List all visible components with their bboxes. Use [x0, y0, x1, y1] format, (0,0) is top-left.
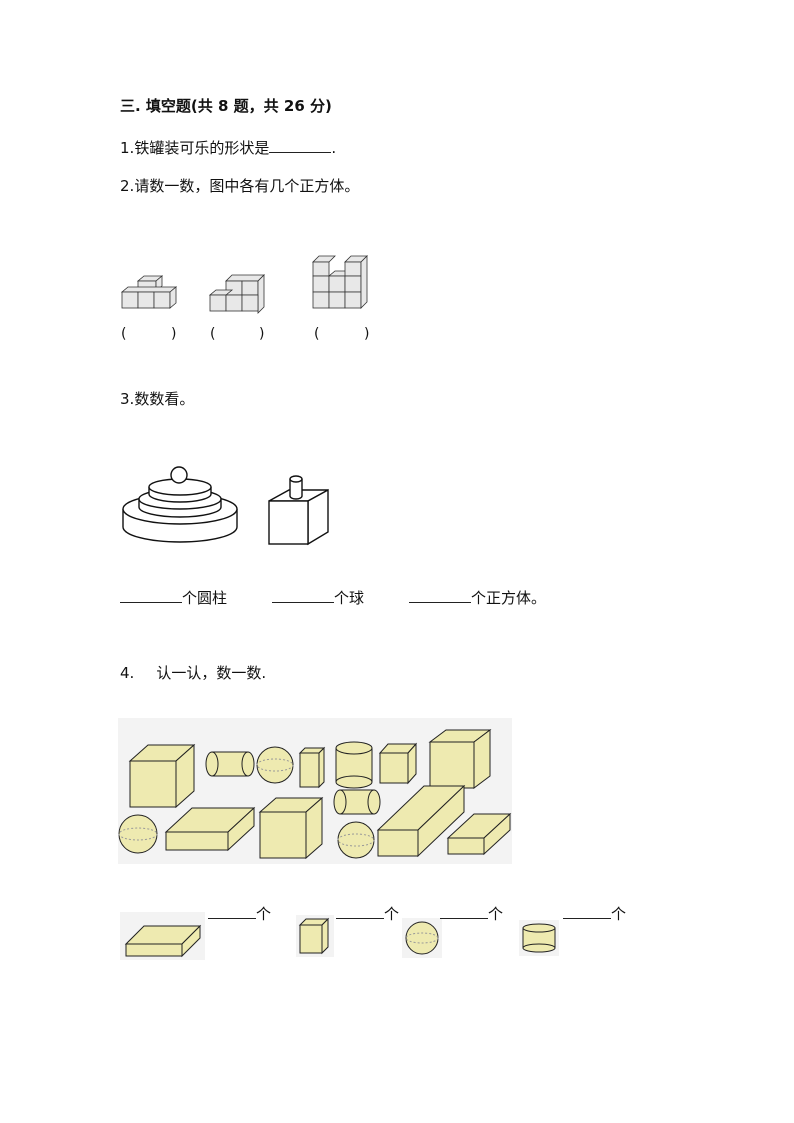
answer-paren-1-open: (	[121, 326, 127, 342]
cube-figure-3	[312, 255, 368, 309]
mixed-shapes-figure	[118, 718, 512, 864]
question-4: 4. 认一认，数一数.	[120, 663, 266, 683]
question-3-text: 数数看。	[134, 390, 195, 408]
q4-blank-sphere[interactable]	[440, 904, 488, 919]
q4-blank-cylinder[interactable]	[563, 904, 611, 919]
question-4-number: 4.	[120, 664, 135, 682]
slab-icon	[120, 912, 205, 960]
question-4-text: 认一认，数一数.	[156, 664, 267, 682]
answer-paren-2-close: )	[259, 326, 265, 342]
answer-paren-3-close: )	[364, 326, 370, 342]
q3-label-spheres: 个球	[334, 589, 365, 607]
question-1-end: .	[331, 139, 337, 157]
cube-with-cylinder-figure	[268, 475, 329, 546]
q4-unit-cube: 个	[384, 905, 400, 923]
question-1-number: 1.	[120, 139, 135, 157]
question-2-text: 请数一数，图中各有几个正方体。	[134, 177, 360, 195]
q3-blank-cubes[interactable]	[409, 588, 471, 603]
cylinder-icon	[519, 920, 559, 956]
q4-unit-cylinder: 个	[611, 905, 627, 923]
q4-unit-sphere: 个	[488, 905, 504, 923]
cube-icon	[296, 915, 334, 957]
q4-answer-cube: 个	[336, 904, 399, 924]
q4-blank-slab[interactable]	[208, 904, 256, 919]
q3-label-cylinders: 个圆柱	[182, 589, 228, 607]
q3-blank-cylinders[interactable]	[120, 588, 182, 603]
question-3-number: 3.	[120, 390, 135, 408]
q3-blank-spheres[interactable]	[272, 588, 334, 603]
q3-answer-spheres: 个球	[272, 588, 364, 608]
question-1-text: 铁罐装可乐的形状是	[134, 139, 270, 157]
cube-figure-2	[208, 274, 265, 314]
q4-answer-slab: 个	[208, 904, 271, 924]
sphere-icon	[402, 918, 442, 958]
q3-answer-cubes: 个正方体。	[409, 588, 546, 608]
q3-answer-cylinders: 个圆柱	[120, 588, 227, 608]
question-1-answer-blank[interactable]	[269, 138, 332, 153]
question-2-number: 2.	[120, 177, 135, 195]
section-heading: 三. 填空题(共 8 题，共 26 分)	[120, 97, 332, 115]
answer-paren-2-open: (	[210, 326, 216, 342]
cube-figure-1	[120, 275, 178, 309]
question-2: 2.请数一数，图中各有几个正方体。	[120, 176, 359, 196]
stacked-cylinders-figure	[122, 466, 238, 543]
q4-answer-cylinder: 个	[563, 904, 626, 924]
question-1: 1.铁罐装可乐的形状是.	[120, 138, 336, 158]
answer-paren-3-open: (	[314, 326, 320, 342]
q3-label-cubes: 个正方体。	[471, 589, 547, 607]
q4-answer-sphere: 个	[440, 904, 503, 924]
question-3: 3.数数看。	[120, 389, 194, 409]
q4-blank-cube[interactable]	[336, 904, 384, 919]
answer-paren-1-close: )	[171, 326, 177, 342]
q4-unit-slab: 个	[256, 905, 272, 923]
